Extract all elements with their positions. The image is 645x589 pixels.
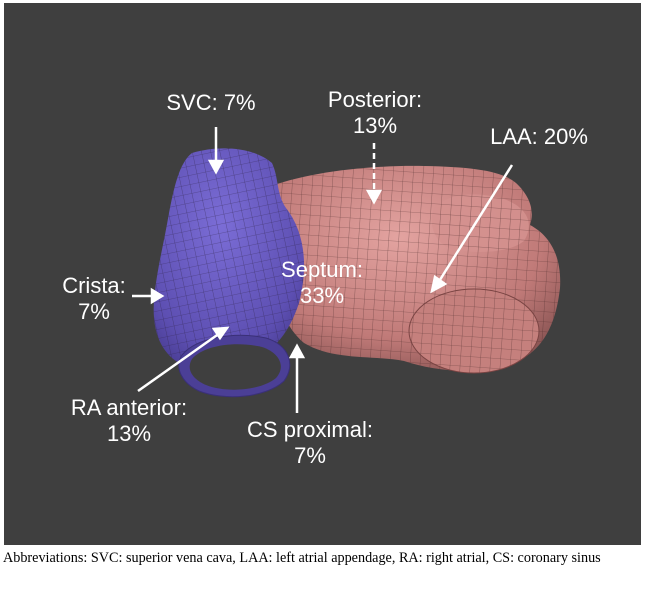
left-atrium-shape [266,165,561,374]
ra-anterior-label-line2: 13% [106,421,152,446]
svc-label-text: SVC: 7% [166,90,256,115]
cs-proximal-label-line2: 7% [294,443,326,468]
crista-label-line1: Crista: [62,273,126,298]
crista-label: Crista: 7% [44,273,144,325]
cs-proximal-label-line1: CS proximal: [247,417,373,442]
figure-panel: SVC: 7% Posterior: 13% LAA: 20% Crista: … [4,3,641,545]
ra-anterior-label-line1: RA anterior: [70,395,188,420]
septum-label: Septum: 33% [262,257,382,309]
septum-label-line1: Septum: [281,257,363,282]
crista-label-line2: 7% [78,299,110,324]
laa-label: LAA: 20% [474,124,604,150]
right-atrium-shape [153,148,305,398]
arrows [132,127,514,413]
posterior-label-line2: 13% [352,113,398,138]
laa-label-text: LAA: 20% [490,124,588,149]
ra-anterior-label: RA anterior: 13% [44,395,214,447]
atria-mesh-illustration [132,127,561,413]
posterior-label-line1: Posterior: [327,87,423,112]
svc-label: SVC: 7% [156,90,266,116]
posterior-label: Posterior: 13% [310,87,440,139]
ra-anterior-arrow [137,331,221,393]
septum-label-line2: 33% [299,283,345,308]
laa-arrow [436,164,514,284]
cs-proximal-label: CS proximal: 7% [230,417,390,469]
figure-caption: Abbreviations: SVC: superior vena cava, … [3,550,601,566]
